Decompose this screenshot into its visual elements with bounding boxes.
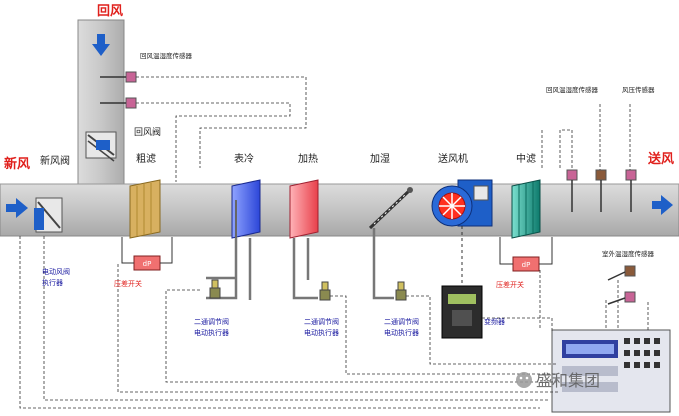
- diff-pressure-switch-1: dP: [121, 237, 173, 271]
- diff-pressure-switch-2: dP: [499, 237, 553, 272]
- heating-coil: [289, 179, 319, 239]
- return-air-arrow-icon: [92, 34, 110, 56]
- return-air-label: 回风: [97, 4, 123, 19]
- heating-label: 加热: [298, 152, 318, 165]
- main-air-duct: [0, 183, 679, 237]
- cooling-coil: [231, 179, 261, 260]
- watermark-text: 盛和集团: [536, 371, 600, 390]
- supply-temp-humidity-sensor-label: 回风温湿度传感器: [546, 85, 599, 94]
- return-temp-humidity-sensor-label: 回风温湿度传感器: [140, 51, 193, 60]
- supply-temp-sensor-2: [595, 169, 607, 212]
- humidifier: [368, 187, 413, 230]
- valve-actuator-2-label-2: 电动执行器: [304, 328, 339, 337]
- dp-box-2-label: dP: [522, 261, 531, 269]
- fresh-air-damper: [34, 197, 63, 233]
- supply-air-arrow-icon: [652, 195, 673, 215]
- valve-actuator-2-label-1: 二通调节阀: [304, 317, 339, 326]
- return-air-damper-label: 回风阀: [134, 127, 161, 138]
- controller-panel: [551, 329, 671, 413]
- fresh-air-damper-label: 新风阀: [40, 154, 70, 167]
- vfd-unit: [441, 226, 483, 339]
- heating-valve-piping: [292, 238, 331, 301]
- damper-actuator-label-1: 电动风阀: [42, 267, 70, 276]
- outdoor-temp-humidity-sensor: [607, 265, 636, 305]
- watermark: 盛和集团: [516, 371, 600, 390]
- supply-temp-humidity-sensor: [566, 169, 578, 212]
- fresh-air-label: 新风: [4, 156, 30, 172]
- diff-pressure-switch-2-label: 压差开关: [496, 280, 524, 289]
- dp-box-1-label: dP: [143, 260, 152, 268]
- cooling-valve-piping: [206, 238, 252, 300]
- humidifier-valve-piping: [372, 228, 407, 301]
- outdoor-temp-humidity-sensor-label: 室外温湿度传感器: [602, 249, 655, 258]
- vfd-label: 变频器: [484, 317, 505, 326]
- humidifier-label: 加湿: [370, 153, 390, 165]
- cooling-coil-label: 表冷: [234, 152, 254, 165]
- valve-actuator-3-label-2: 电动执行器: [384, 328, 419, 337]
- coarse-filter: [129, 179, 161, 239]
- supply-fan-label: 送风机: [438, 152, 468, 165]
- medium-filter-label: 中滤: [516, 152, 536, 165]
- fresh-air-arrow-icon: [6, 198, 28, 218]
- valve-actuator-3-label-1: 二通调节阀: [384, 317, 419, 326]
- medium-filter: [511, 179, 541, 239]
- supply-fan: [431, 179, 493, 227]
- valve-actuator-1-label-2: 电动执行器: [194, 328, 229, 337]
- coarse-filter-label: 粗滤: [136, 152, 156, 165]
- supply-air-label: 送风: [647, 151, 674, 167]
- valve-actuator-1-label-1: 二通调节阀: [194, 317, 229, 326]
- return-air-damper: [85, 131, 117, 162]
- diff-pressure-switch-1-label: 压差开关: [114, 279, 142, 288]
- air-pressure-sensor-label: 风压传感器: [622, 85, 655, 94]
- signal-wires: [19, 76, 649, 409]
- air-pressure-sensor: [625, 169, 637, 212]
- damper-actuator-label-2: 执行器: [42, 278, 63, 287]
